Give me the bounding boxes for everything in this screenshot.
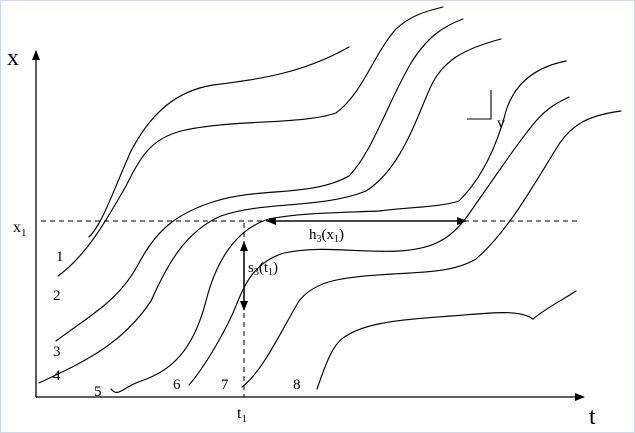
headway-label: h3(x1) — [309, 227, 344, 245]
curve-label-3: 3 — [53, 344, 61, 360]
trajectory-5 — [110, 60, 567, 393]
curve-label-4: 4 — [53, 368, 61, 384]
x-axis-label: t — [589, 404, 596, 430]
x1-label: x1 — [13, 219, 27, 239]
curve-label-1: 1 — [56, 249, 64, 265]
trajectory-2 — [57, 6, 444, 277]
curve-label-5: 5 — [94, 384, 102, 400]
curve-label-8: 8 — [293, 377, 301, 393]
trajectory-8 — [316, 290, 577, 390]
trajectory-7 — [241, 110, 622, 388]
speed-label: v — [497, 115, 505, 132]
trajectory-3 — [55, 18, 464, 342]
trajectory-1 — [88, 46, 350, 238]
t1-label: t1 — [237, 405, 247, 425]
curve-label-7: 7 — [221, 377, 229, 393]
trajectory-4 — [38, 38, 502, 384]
curve-label-2: 2 — [53, 288, 61, 304]
trajectory-6 — [188, 96, 570, 386]
speed-triangle — [467, 90, 492, 120]
y-axis-label: x — [7, 45, 19, 71]
curve-label-6: 6 — [173, 377, 181, 393]
spacing-label: s3(t1) — [248, 260, 278, 278]
